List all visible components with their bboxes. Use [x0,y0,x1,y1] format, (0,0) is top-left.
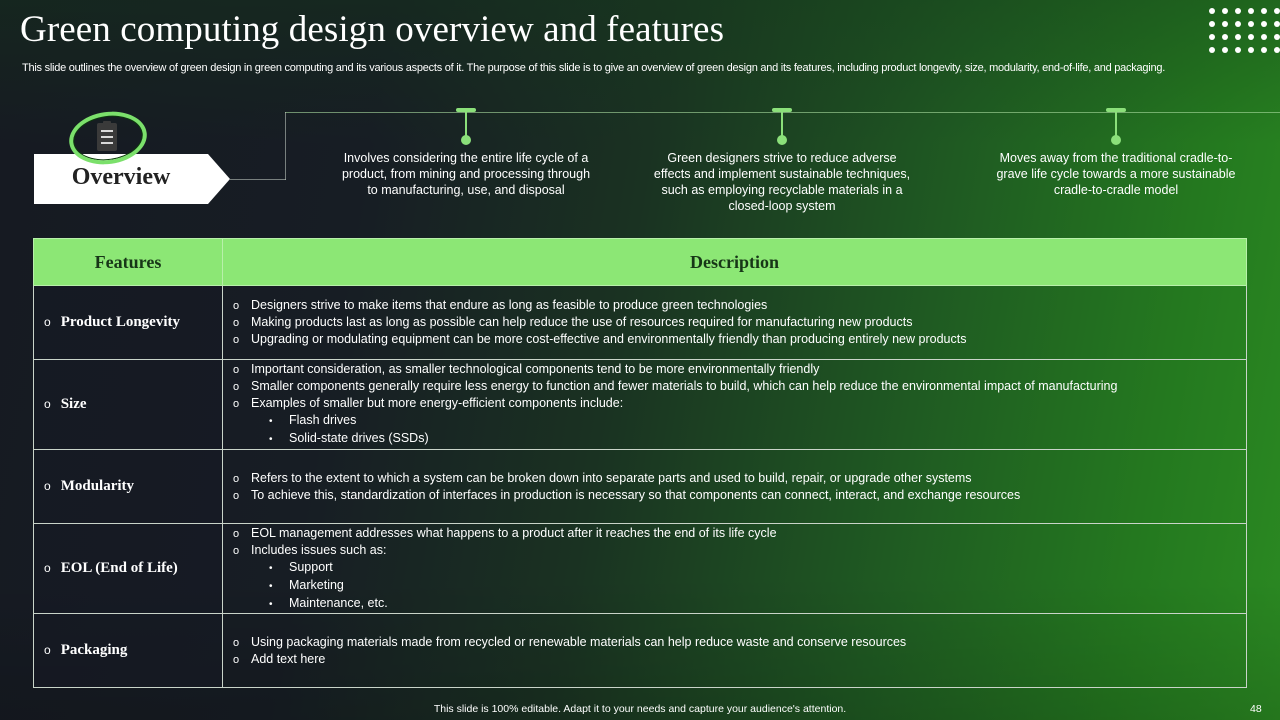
description-item: Designers strive to make items that endu… [251,298,768,312]
slide-subtitle: This slide outlines the overview of gree… [22,62,1166,74]
bullet-icon: o [44,315,51,329]
description-item: Includes issues such as: [251,542,387,557]
description-item: Making products last as long as possible… [251,315,913,329]
feature-name: EOL (End of Life) [60,560,178,576]
feature-name: Product Longevity [60,314,180,330]
slide-title: Green computing design overview and feat… [20,9,725,50]
overview-connector [230,179,286,180]
footer-note: This slide is 100% editable. Adapt it to… [433,703,847,715]
bullet-icon: o [233,472,240,485]
bullet-icon: o [233,489,240,502]
dot-grid-icon [1206,5,1280,53]
description-item: To achieve this, standardization of inte… [251,487,1021,502]
bullet-icon: o [233,364,240,376]
description-subitem: Maintenance, etc. [289,595,388,610]
description-item: Upgrading or modulating equipment can be… [251,332,967,346]
description-subitem: Flash drives [289,413,357,427]
bullet-icon: o [44,479,51,493]
bullet-icon: o [233,334,240,346]
bullet-icon: o [233,653,240,666]
feature-cell: o Size [33,359,223,450]
description-cell: o EOL management addresses what happens t… [222,523,1247,614]
feature-cell: o Packaging [33,613,223,688]
header-features: Features [33,238,223,286]
description-cell: o Using packaging materials made from rec… [222,613,1247,688]
description-item: Smaller components generally require les… [251,379,1118,393]
description-subitem: Support [289,559,333,574]
feature-cell: o Product Longevity [33,285,223,360]
clipboard-checklist-icon [97,121,117,151]
feature-cell: o EOL (End of Life) [33,523,223,614]
table-header-row: Features Description [33,238,1247,286]
bullet-icon: o [233,544,240,557]
description-item: Examples of smaller but more energy-effi… [251,396,624,410]
bullet-icon: o [233,398,240,410]
header-description: Description [222,238,1247,286]
bullet-icon: o [233,317,240,329]
sub-bullet-icon: • [269,580,273,592]
bullet-icon: o [233,636,240,649]
overview-label: Overview [71,164,171,190]
table-row: o Packaging o Using packaging materials ma… [33,613,1247,688]
description-item: Refers to the extent to which a system c… [251,470,972,485]
overview-point-2: Green designers strive to reduce adverse… [653,151,911,213]
description-cell: o Designers strive to make items that end… [222,285,1247,360]
feature-name: Packaging [60,642,128,658]
description-item: Important consideration, as smaller tech… [251,362,820,376]
sub-bullet-icon: • [269,434,273,445]
bullet-icon: o [233,381,240,393]
bullet-icon: o [44,397,51,411]
sub-bullet-icon: • [269,562,273,574]
overview-banner [34,154,230,204]
description-cell: o Refers to the extent to which a system … [222,449,1247,524]
overview-connector [285,112,286,180]
description-subitem: Marketing [289,577,344,592]
sub-bullet-icon: • [269,598,273,610]
description-item: Add text here [251,651,326,666]
feature-cell: o Modularity [33,449,223,524]
bullet-icon: o [233,527,240,540]
feature-name: Modularity [60,478,135,494]
description-subitem: Solid-state drives (SSDs) [289,431,429,445]
feature-name: Size [60,396,87,412]
description-item: EOL management addresses what happens to… [251,525,777,540]
description-item: Using packaging materials made from recy… [251,634,907,649]
sub-bullet-icon: • [269,416,273,427]
bullet-icon: o [44,561,51,575]
overview-point-1: Involves considering the entire life cyc… [341,151,591,197]
bullet-icon: o [233,300,240,312]
table-row: o Modularity o Refers to the extent to whi… [33,449,1247,524]
description-cell: o Important consideration, as smaller tec… [222,359,1247,450]
overview-point-3: Moves away from the traditional cradle-t… [996,151,1236,197]
bullet-icon: o [44,643,51,657]
page-number: 48 [1250,703,1262,715]
